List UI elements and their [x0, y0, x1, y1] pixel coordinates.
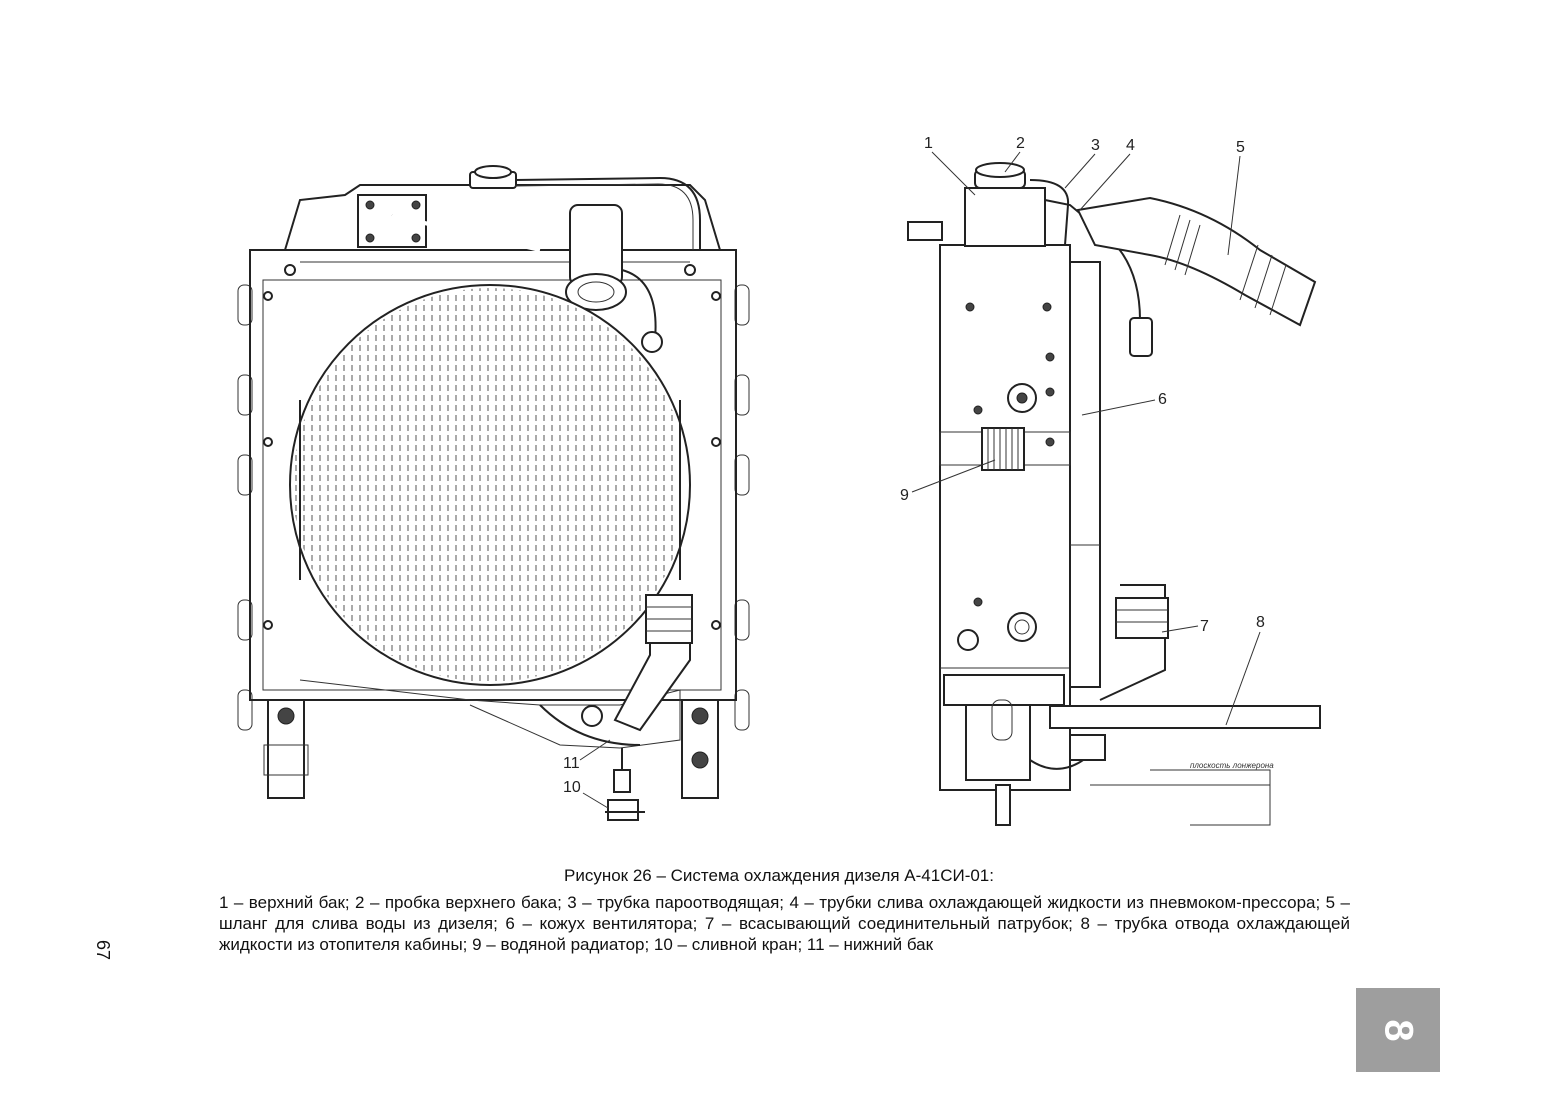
callout-2: 2	[1016, 135, 1025, 152]
section-tab: 8	[1356, 988, 1440, 1072]
callout-6: 6	[1158, 391, 1167, 408]
figure-caption-title: Рисунок 26 – Система охлаждения дизеля А…	[564, 866, 994, 885]
callout-4: 4	[1126, 137, 1135, 154]
section-tab-label: 8	[1376, 1018, 1421, 1042]
callout-3: 3	[1091, 137, 1100, 154]
page-number: 67	[93, 939, 113, 961]
radiator-side-view: плоскость лонжерона 1 2 3 4 5 6 7 8 9	[900, 135, 1321, 826]
callout-7: 7	[1200, 618, 1209, 635]
callout-10: 10	[563, 779, 581, 796]
cooling-system-figure: 11 10	[237, 135, 1321, 826]
plane-label: плоскость лонжерона	[1190, 761, 1274, 770]
callout-8: 8	[1256, 614, 1265, 631]
callout-9: 9	[900, 487, 909, 504]
figure-caption-legend: 1 – верхний бак; 2 – пробка верхнего бак…	[219, 893, 1350, 954]
radiator-front-view: 11 10	[237, 165, 750, 821]
callout-11: 11	[563, 755, 580, 772]
callout-5: 5	[1236, 139, 1245, 156]
callout-1: 1	[924, 135, 933, 152]
